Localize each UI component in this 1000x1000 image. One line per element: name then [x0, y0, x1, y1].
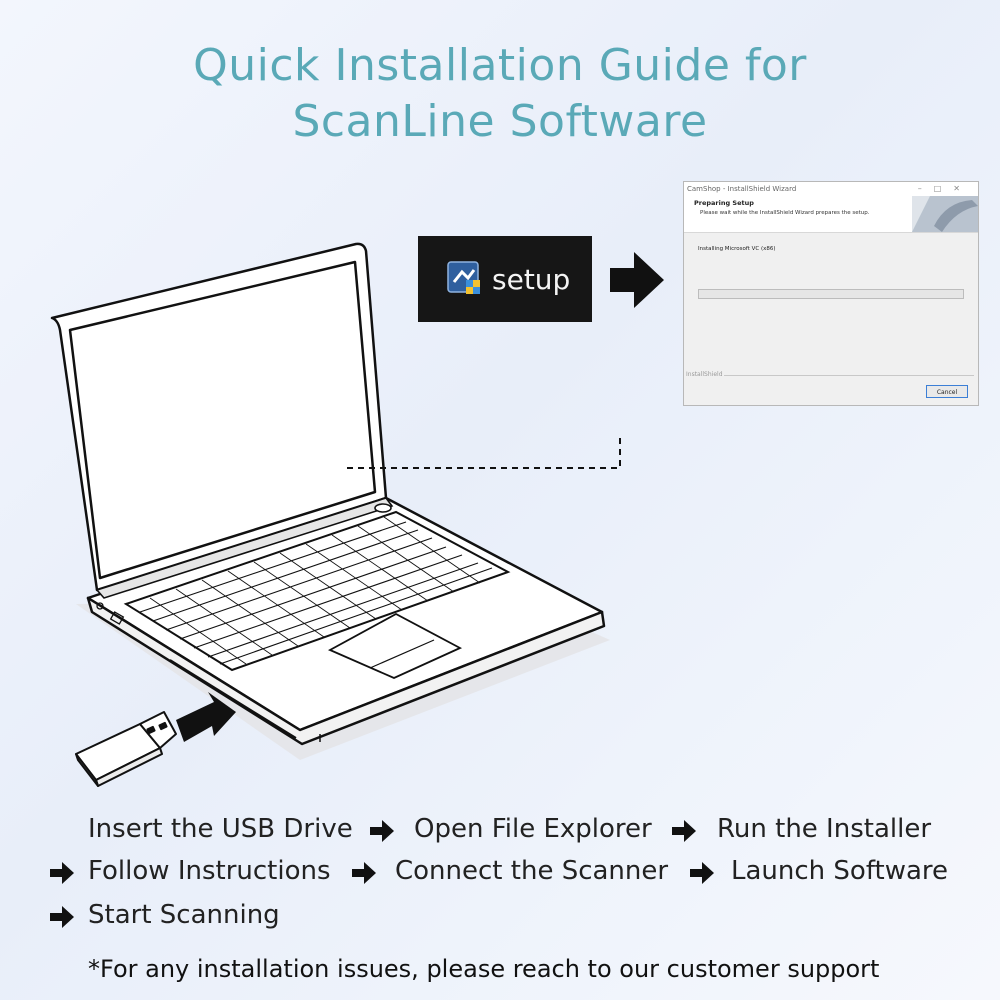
installshield-wizard-window: CamShop - InstallShield Wizard –□✕ Prepa…: [683, 181, 979, 406]
setup-shortcut[interactable]: setup: [418, 236, 592, 322]
wizard-window-title: CamShop - InstallShield Wizard: [687, 185, 797, 193]
setup-to-wizard-arrow: [610, 252, 664, 308]
step-run-installer: Run the Installer: [717, 814, 932, 844]
arrow-right-icon: [690, 862, 714, 884]
wizard-divider: [724, 375, 974, 376]
installer-icon: [447, 261, 480, 294]
cancel-button[interactable]: Cancel: [926, 385, 968, 398]
dotted-connector: [347, 438, 621, 469]
window-controls: –□✕: [918, 182, 972, 196]
usb-drive: [75, 711, 177, 787]
minimize-icon[interactable]: –: [917, 184, 934, 193]
step-open-explorer: Open File Explorer: [414, 814, 652, 844]
title-line-1: Quick Installation Guide for: [193, 40, 807, 91]
support-footnote: *For any installation issues, please rea…: [88, 955, 880, 983]
step-start-scanning: Start Scanning: [88, 900, 280, 930]
step-insert-usb: Insert the USB Drive: [88, 814, 353, 844]
arrow-right-icon: [672, 820, 696, 842]
setup-label: setup: [492, 262, 571, 296]
installshield-brand: InstallShield: [686, 371, 723, 378]
wizard-titlebar: CamShop - InstallShield Wizard –□✕: [684, 182, 978, 196]
laptop-screen: [68, 260, 377, 580]
wizard-status-text: Installing Microsoft VC (x86): [698, 246, 776, 252]
arrow-right-icon: [50, 906, 74, 928]
arrow-right-icon: [352, 862, 376, 884]
touchpad: [327, 612, 463, 679]
maximize-icon[interactable]: □: [933, 184, 954, 193]
wizard-header: Preparing Setup Please wait while the In…: [684, 196, 978, 233]
wizard-header-subtitle: Please wait while the InstallShield Wiza…: [700, 210, 870, 216]
page-title: Quick Installation Guide for ScanLine So…: [0, 38, 1000, 150]
close-icon[interactable]: ✕: [953, 184, 972, 193]
step-connect-scanner: Connect the Scanner: [395, 856, 669, 886]
arrow-right-icon: [370, 820, 394, 842]
arrow-right-icon: [50, 862, 74, 884]
step-launch-software: Launch Software: [731, 856, 949, 886]
step-follow-instructions: Follow Instructions: [88, 856, 331, 886]
wizard-header-title: Preparing Setup: [694, 199, 754, 207]
wizard-banner-graphic: [912, 196, 978, 232]
title-line-2: ScanLine Software: [292, 96, 708, 147]
insert-arrow: [176, 692, 236, 742]
wizard-progress-bar: [698, 289, 964, 299]
